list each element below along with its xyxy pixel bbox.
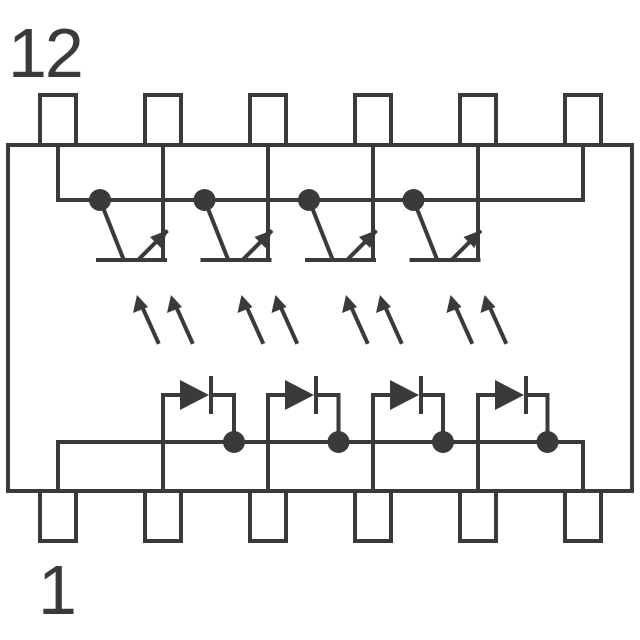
channel-1 xyxy=(89,143,245,493)
transistor-emitter-lead xyxy=(410,197,440,261)
led-triangle xyxy=(285,380,314,410)
cathode-lead xyxy=(421,393,445,442)
light-arrowhead xyxy=(237,295,253,313)
light-arrowhead xyxy=(271,295,287,313)
bottom-pin xyxy=(458,489,498,543)
cathode-node-dot xyxy=(327,431,350,453)
bottom-pin xyxy=(563,489,603,543)
top-pin xyxy=(353,93,393,147)
bottom-pin xyxy=(248,489,288,543)
transistor-emitter-lead xyxy=(97,197,126,261)
cathode-lead xyxy=(211,393,236,442)
light-arrowhead xyxy=(342,295,357,313)
light-arrowhead xyxy=(446,295,462,313)
channel-4 xyxy=(402,143,559,493)
top-pin xyxy=(143,93,183,147)
top-pin xyxy=(38,93,78,147)
pin-12-label: 12 xyxy=(8,14,84,92)
bottom-pin xyxy=(143,489,183,543)
top-pin xyxy=(458,93,498,147)
bottom-common-bus xyxy=(56,440,585,491)
bottom-pin xyxy=(353,489,393,543)
channel-3 xyxy=(298,143,454,493)
transistor-arrowhead xyxy=(463,230,482,248)
led-triangle xyxy=(495,380,524,410)
led-triangle xyxy=(180,380,209,410)
top-pin xyxy=(563,93,603,147)
light-arrowhead xyxy=(133,295,148,313)
cathode-lead xyxy=(526,393,550,442)
transistor-emitter-lead xyxy=(306,197,335,261)
cathode-lead xyxy=(316,393,341,442)
channel-2 xyxy=(193,143,350,493)
transistor-emitter-lead xyxy=(201,197,231,261)
light-arrowhead xyxy=(480,295,496,313)
pin-1-label: 1 xyxy=(38,551,77,629)
top-common-bus xyxy=(56,145,585,202)
transistor-arrowhead xyxy=(150,230,168,248)
cathode-node-dot xyxy=(536,431,559,453)
cathode-node-dot xyxy=(223,431,245,453)
cathode-node-dot xyxy=(432,431,454,453)
light-arrowhead xyxy=(167,295,182,313)
led-triangle xyxy=(390,380,419,410)
top-pin xyxy=(248,93,288,147)
light-arrowhead xyxy=(376,295,391,313)
transistor-arrowhead xyxy=(254,230,273,248)
transistor-arrowhead xyxy=(359,230,377,248)
package-body xyxy=(6,143,634,493)
bottom-pin xyxy=(38,489,78,543)
